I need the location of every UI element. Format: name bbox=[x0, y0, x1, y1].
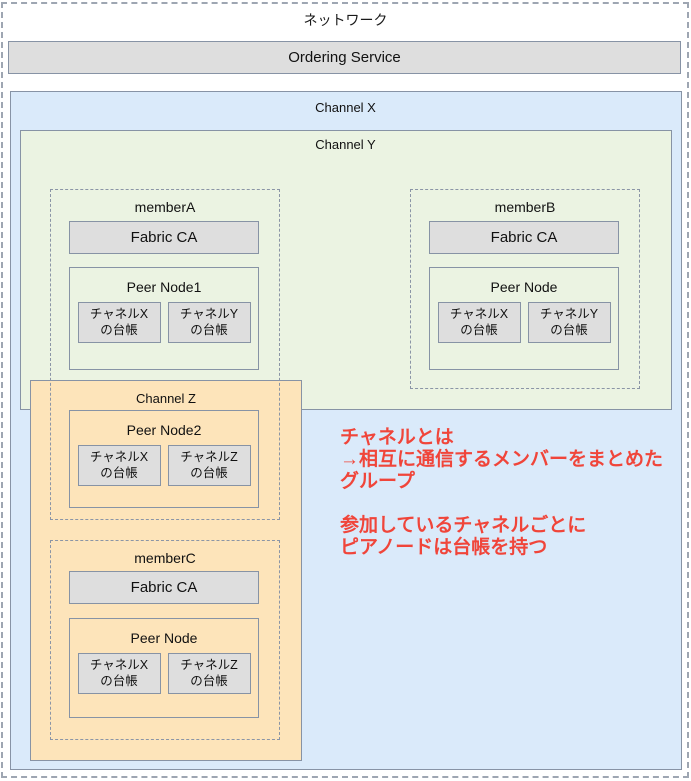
ledger-row: チャネルX の台帳 チャネルZ の台帳 bbox=[70, 445, 258, 486]
ledger-row: チャネルX の台帳 チャネルZ の台帳 bbox=[70, 653, 258, 694]
ledger-line: チャネルZ bbox=[180, 657, 238, 672]
ledger-channel-z: チャネルZ の台帳 bbox=[167, 653, 251, 694]
member-b-peer-node-title: Peer Node bbox=[490, 279, 558, 295]
ledger-line: の台帳 bbox=[100, 673, 138, 688]
channel-x-label: Channel X bbox=[315, 100, 376, 115]
ledger-line: の台帳 bbox=[550, 322, 588, 337]
ledger-row: チャネルX の台帳 チャネルY の台帳 bbox=[70, 302, 258, 343]
annotation-block-1: チャネルとは →相互に通信するメンバーをまとめた グループ bbox=[340, 427, 688, 493]
annotation-line: チャネルとは bbox=[340, 427, 454, 448]
ledger-line: チャネルX bbox=[89, 449, 149, 464]
ledger-line: の台帳 bbox=[190, 465, 228, 480]
annotation-line: ピアノードは台帳を持つ bbox=[340, 537, 548, 558]
ordering-service-label: Ordering Service bbox=[288, 49, 401, 66]
ledger-line: の台帳 bbox=[100, 465, 138, 480]
member-a-fabric-ca-box: Fabric CA bbox=[69, 221, 259, 254]
network-label: ネットワーク bbox=[303, 12, 388, 28]
ledger-channel-y: チャネルY の台帳 bbox=[527, 302, 611, 343]
member-a-label: memberA bbox=[134, 199, 196, 215]
annotation-line: →相互に通信するメンバーをまとめた bbox=[340, 449, 664, 470]
annotation-line: グループ bbox=[340, 471, 415, 492]
member-b-peer-node-box: Peer Node チャネルX の台帳 チャネルY の台帳 bbox=[429, 267, 619, 370]
channel-z-box bbox=[30, 380, 302, 761]
ledger-line: チャネルY bbox=[539, 306, 599, 321]
member-a-peer-node-box: Peer Node1 チャネルX の台帳 チャネルY の台帳 bbox=[69, 267, 259, 370]
channel-z-label: Channel Z bbox=[136, 391, 196, 406]
ledger-channel-x: チャネルX の台帳 bbox=[77, 653, 161, 694]
channel-y-box bbox=[20, 130, 672, 410]
channel-annotation: チャネルとは →相互に通信するメンバーをまとめた グループ 参加しているチャネル… bbox=[340, 427, 688, 559]
member-b-box: memberB bbox=[410, 189, 640, 389]
ledger-channel-x: チャネルX の台帳 bbox=[77, 302, 161, 343]
member-c-box: memberC bbox=[50, 540, 280, 740]
member-c-peer-node-box: Peer Node チャネルX の台帳 チャネルZ の台帳 bbox=[69, 618, 259, 718]
ledger-channel-x: チャネルX の台帳 bbox=[77, 445, 161, 486]
ledger-line: チャネルZ bbox=[180, 449, 238, 464]
annotation-block-2: 参加しているチャネルごとに ピアノードは台帳を持つ bbox=[340, 515, 688, 559]
member-c-fabric-ca-label: Fabric CA bbox=[130, 579, 198, 596]
member-a-box: memberA bbox=[50, 189, 280, 520]
ledger-line: の台帳 bbox=[190, 673, 228, 688]
channel-y-label: Channel Y bbox=[315, 137, 376, 152]
ledger-line: チャネルX bbox=[89, 657, 149, 672]
ledger-line: チャネルX bbox=[89, 306, 149, 321]
member-b-fabric-ca-box: Fabric CA bbox=[429, 221, 619, 254]
member-c-label: memberC bbox=[134, 550, 196, 566]
member-a-peer-node-title: Peer Node1 bbox=[126, 279, 202, 295]
peer-node2-box: Peer Node2 チャネルX の台帳 チャネルZ の台帳 bbox=[69, 410, 259, 508]
ledger-line: チャネルX bbox=[449, 306, 509, 321]
ledger-channel-y: チャネルY の台帳 bbox=[167, 302, 251, 343]
ledger-channel-x: チャネルX の台帳 bbox=[437, 302, 521, 343]
ledger-line: の台帳 bbox=[460, 322, 498, 337]
member-a-fabric-ca-label: Fabric CA bbox=[130, 229, 198, 246]
ledger-line: の台帳 bbox=[190, 322, 228, 337]
ledger-line: の台帳 bbox=[100, 322, 138, 337]
annotation-line: 参加しているチャネルごとに bbox=[340, 515, 587, 536]
peer-node2-title: Peer Node2 bbox=[126, 422, 202, 438]
member-c-peer-node-title: Peer Node bbox=[130, 630, 198, 646]
ledger-row: チャネルX の台帳 チャネルY の台帳 bbox=[430, 302, 618, 343]
member-b-label: memberB bbox=[494, 199, 556, 215]
member-c-fabric-ca-box: Fabric CA bbox=[69, 571, 259, 604]
ledger-channel-z: チャネルZ の台帳 bbox=[167, 445, 251, 486]
ledger-line: チャネルY bbox=[179, 306, 239, 321]
ordering-service-box: Ordering Service bbox=[8, 41, 681, 74]
member-b-fabric-ca-label: Fabric CA bbox=[490, 229, 558, 246]
